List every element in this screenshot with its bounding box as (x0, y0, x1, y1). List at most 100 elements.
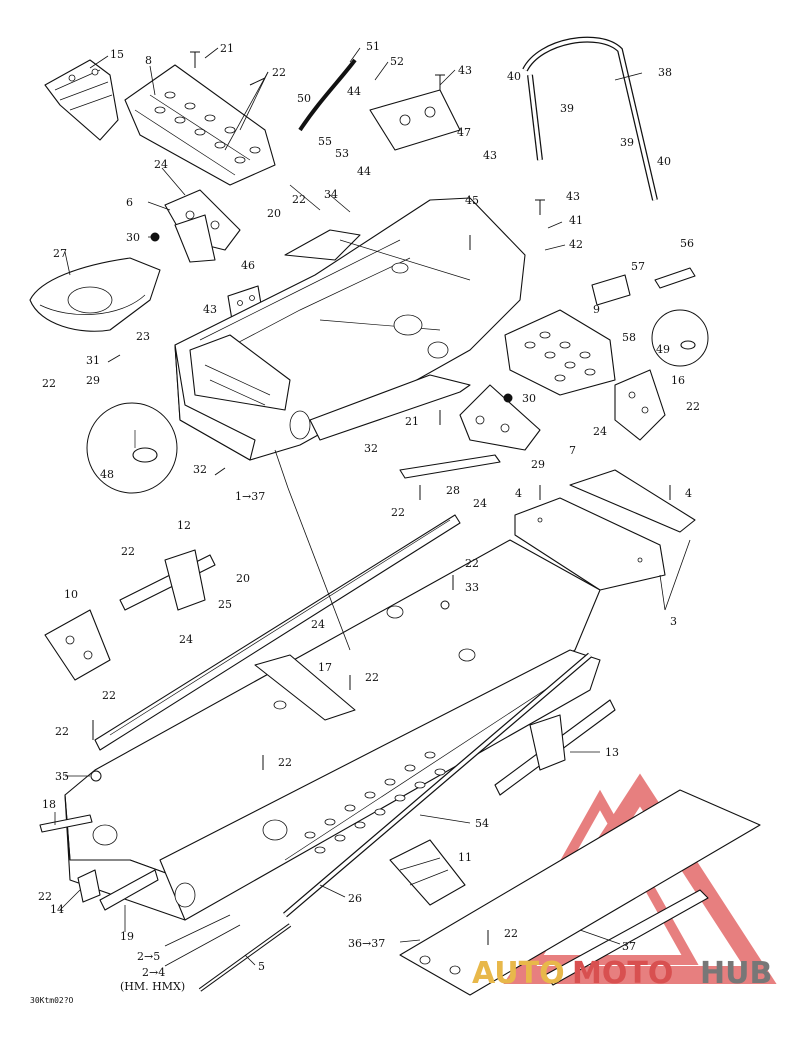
fasteners (90, 51, 671, 945)
callout-29: 29 (86, 374, 100, 387)
callout-55: 55 (318, 135, 332, 148)
callout-22l: 22 (38, 890, 52, 903)
part-36-plate (399, 789, 761, 996)
callout-27: 27 (53, 247, 67, 260)
callout-16: 16 (671, 374, 685, 387)
part-27-guard (29, 257, 161, 332)
callout-32b: 32 (364, 442, 378, 455)
callout-43b: 43 (458, 64, 472, 77)
watermark-moto: MOTO (572, 956, 673, 991)
drawing-code: 30Ktm02?O (30, 996, 74, 1005)
part-18-bar (39, 814, 93, 833)
callout-20: 20 (267, 207, 281, 220)
callout-24: 24 (154, 158, 168, 171)
callout-10: 10 (64, 588, 78, 601)
callout-14: 14 (50, 903, 64, 916)
callout-2-4: 2→4 (142, 966, 165, 979)
part-15-bracket (44, 59, 119, 141)
part-13-bracket (494, 699, 616, 796)
callout-4b: 4 (685, 487, 692, 500)
callout-37: 37 (622, 940, 636, 953)
callout-1-37: 1→37 (235, 490, 265, 503)
part-6-support (164, 189, 241, 263)
callout-43c: 43 (483, 149, 497, 162)
callout-17: 17 (318, 661, 332, 674)
callout-13: 13 (605, 746, 619, 759)
callout-30: 30 (126, 231, 140, 244)
callout-54: 54 (475, 817, 489, 830)
callout-22i: 22 (365, 671, 379, 684)
watermark-auto: AUTO (472, 956, 565, 991)
part-11-bracket (389, 839, 466, 906)
callout-21: 21 (220, 42, 234, 55)
callout-45: 45 (465, 194, 479, 207)
callout-22g: 22 (121, 545, 135, 558)
callout-32: 32 (193, 463, 207, 476)
callout-22m: 22 (504, 927, 518, 940)
leader-lines (54, 47, 691, 967)
callout-46: 46 (241, 259, 255, 272)
callout-29b: 29 (531, 458, 545, 471)
callout-31: 31 (86, 354, 100, 367)
callout-2-5: 2→5 (137, 950, 160, 963)
detail-48 (86, 402, 178, 494)
callout-22h: 22 (102, 689, 116, 702)
callout-26: 26 (348, 892, 362, 905)
part-10-bracket (44, 609, 111, 681)
part-14-bracket (77, 869, 101, 903)
callout-48: 48 (100, 468, 114, 481)
part-26-rail (283, 652, 592, 918)
callout-53: 53 (335, 147, 349, 160)
watermark-text: AUTO MOTO HUB (472, 956, 772, 991)
part-19-plate (99, 869, 159, 911)
part-25-rail (94, 514, 461, 751)
callout-22d: 22 (686, 400, 700, 413)
callout-57: 57 (631, 260, 645, 273)
callout-24e: 24 (179, 633, 193, 646)
callout-22j: 22 (55, 725, 69, 738)
callout-39: 39 (560, 102, 574, 115)
callout-52: 52 (390, 55, 404, 68)
part-9-footrest (504, 309, 616, 396)
callout-7: 7 (569, 444, 576, 457)
callout-44: 44 (347, 85, 361, 98)
callout-43d: 43 (566, 190, 580, 203)
callout-19: 19 (120, 930, 134, 943)
part-8-footrest (124, 64, 276, 186)
callout-22k: 22 (278, 756, 292, 769)
part-16-bracket (614, 369, 666, 441)
part-47-plate (369, 89, 461, 151)
callout-49: 49 (656, 343, 670, 356)
callout-44b: 44 (357, 165, 371, 178)
callout-35: 35 (55, 770, 69, 783)
callout-24d: 24 (311, 618, 325, 631)
callout-20b: 20 (236, 572, 250, 585)
part-56-bracket (654, 267, 696, 289)
part-7-support (459, 384, 541, 451)
watermark-hub: HUB (700, 956, 772, 991)
callout-58: 58 (622, 331, 636, 344)
callout-56: 56 (680, 237, 694, 250)
callout-22c: 22 (292, 193, 306, 206)
callout-15: 15 (110, 48, 124, 61)
part-38-loop (522, 36, 658, 201)
callout-24c: 24 (473, 497, 487, 510)
part-12-bracket (119, 549, 216, 611)
callout-11: 11 (458, 851, 472, 864)
callout-24b: 24 (593, 425, 607, 438)
callout-50: 50 (297, 92, 311, 105)
callout-34: 34 (324, 188, 338, 201)
callout-21b: 21 (405, 415, 419, 428)
part-5-rail (198, 923, 292, 992)
callout-6: 6 (126, 196, 133, 209)
detail-49 (651, 309, 709, 367)
callout-22: 22 (272, 66, 286, 79)
callout-47: 47 (457, 126, 471, 139)
callout-39b: 39 (620, 136, 634, 149)
main-chassis-frame (174, 197, 526, 461)
callout-4: 4 (515, 487, 522, 500)
callout-51: 51 (366, 40, 380, 53)
callout-5: 5 (258, 960, 265, 973)
callout-9: 9 (593, 303, 600, 316)
